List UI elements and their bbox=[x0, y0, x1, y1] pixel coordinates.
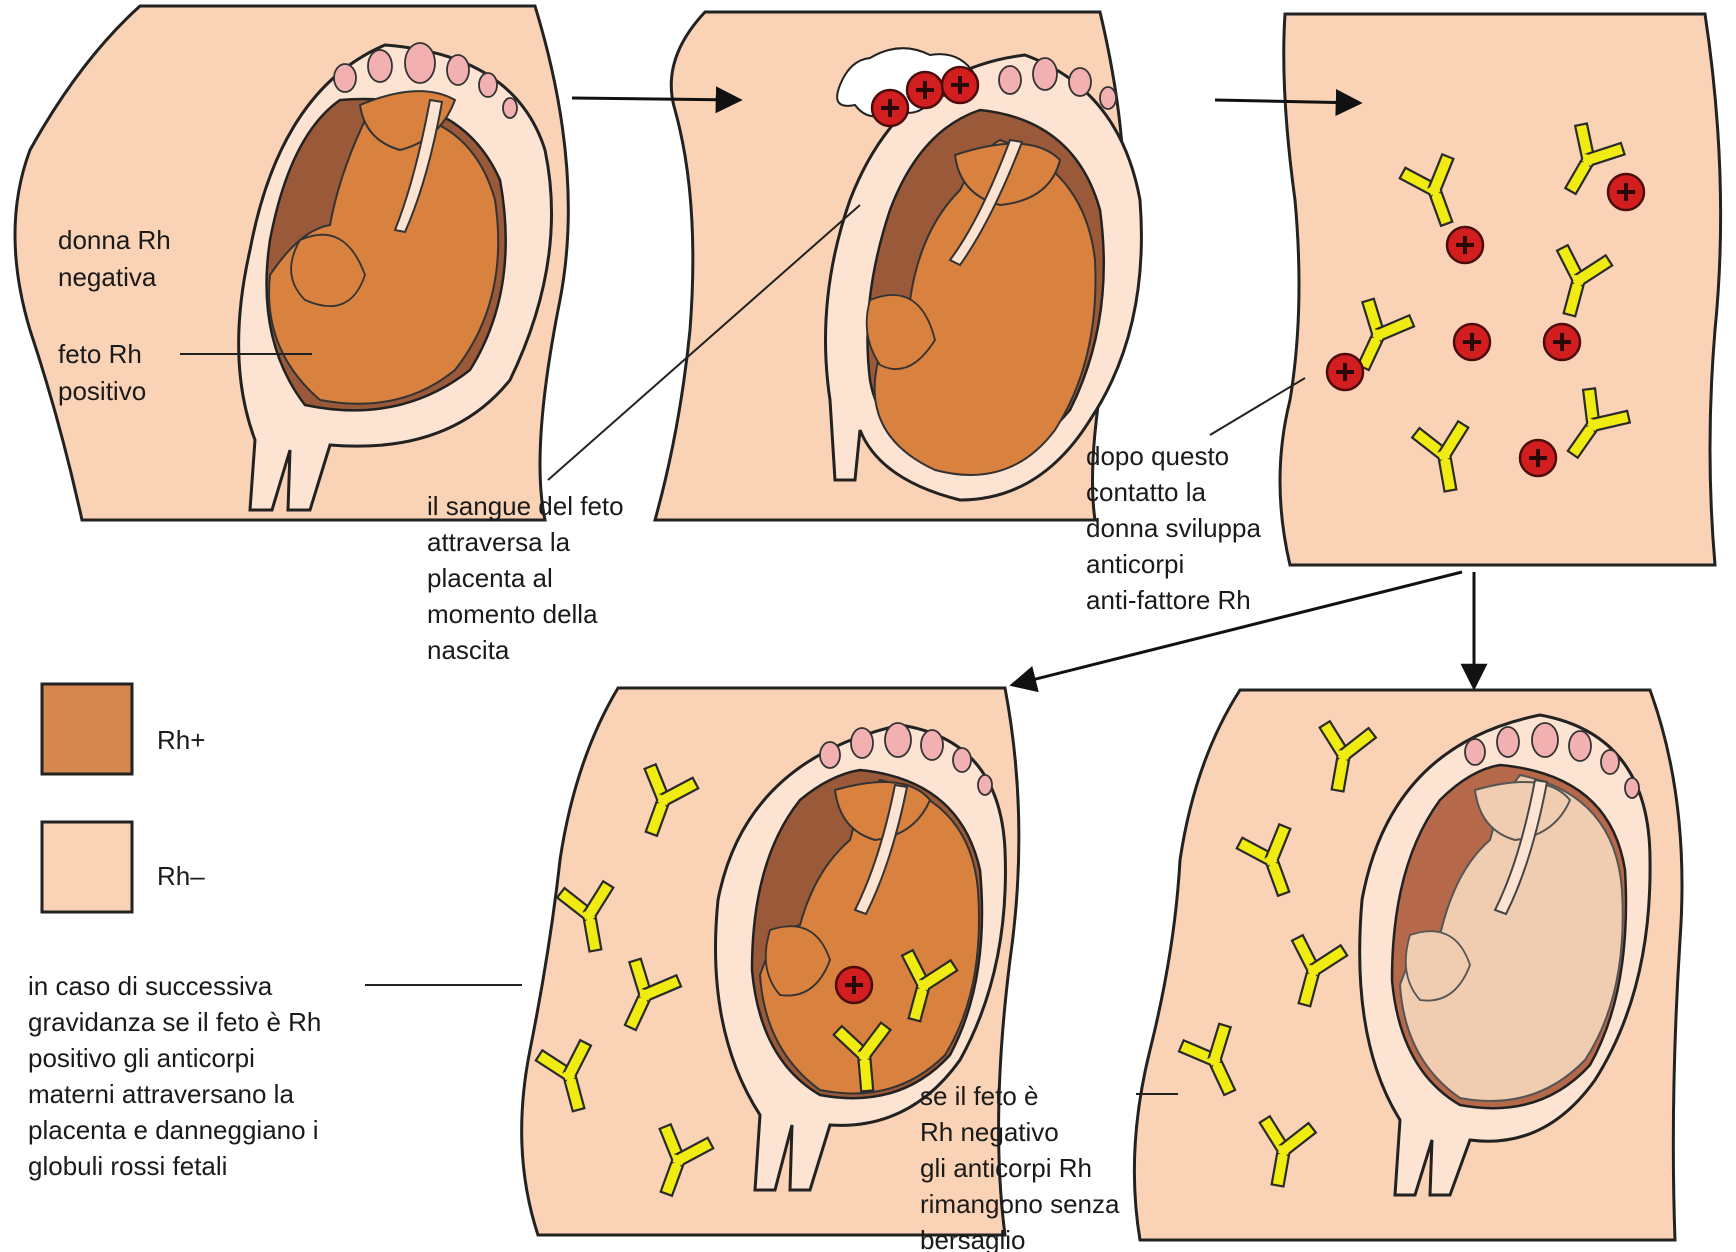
legend-swatch-rh-negative bbox=[42, 822, 132, 912]
panel-3-mother-body bbox=[1280, 14, 1721, 565]
legend-swatch-rh-positive bbox=[42, 684, 132, 774]
panel-1-fetus-label: feto Rh positivo bbox=[58, 336, 146, 410]
arrow-1-to-2 bbox=[572, 98, 740, 100]
panel-1-mother-label: donna Rh negativa bbox=[58, 222, 171, 296]
rbc-icon bbox=[1447, 227, 1483, 263]
rbc-icon bbox=[1454, 324, 1490, 360]
rbc-icon bbox=[1608, 174, 1644, 210]
panel-2-caption: il sangue del feto attraversa la placent… bbox=[427, 488, 624, 668]
rbc-icon bbox=[1544, 324, 1580, 360]
rbc-icon bbox=[1327, 354, 1363, 390]
rbc-icon bbox=[836, 967, 872, 1003]
panel-3-caption: dopo questo contatto la donna sviluppa a… bbox=[1086, 438, 1261, 618]
panel-4-caption: in caso di successiva gravidanza se il f… bbox=[28, 968, 321, 1184]
legend bbox=[42, 684, 132, 912]
panel-5-caption: se il feto è Rh negativo gli anticorpi R… bbox=[920, 1078, 1119, 1252]
legend-label-rh-positive: Rh+ bbox=[157, 722, 205, 759]
rbc-icon bbox=[1520, 440, 1556, 476]
legend-label-rh-negative: Rh– bbox=[157, 858, 205, 895]
